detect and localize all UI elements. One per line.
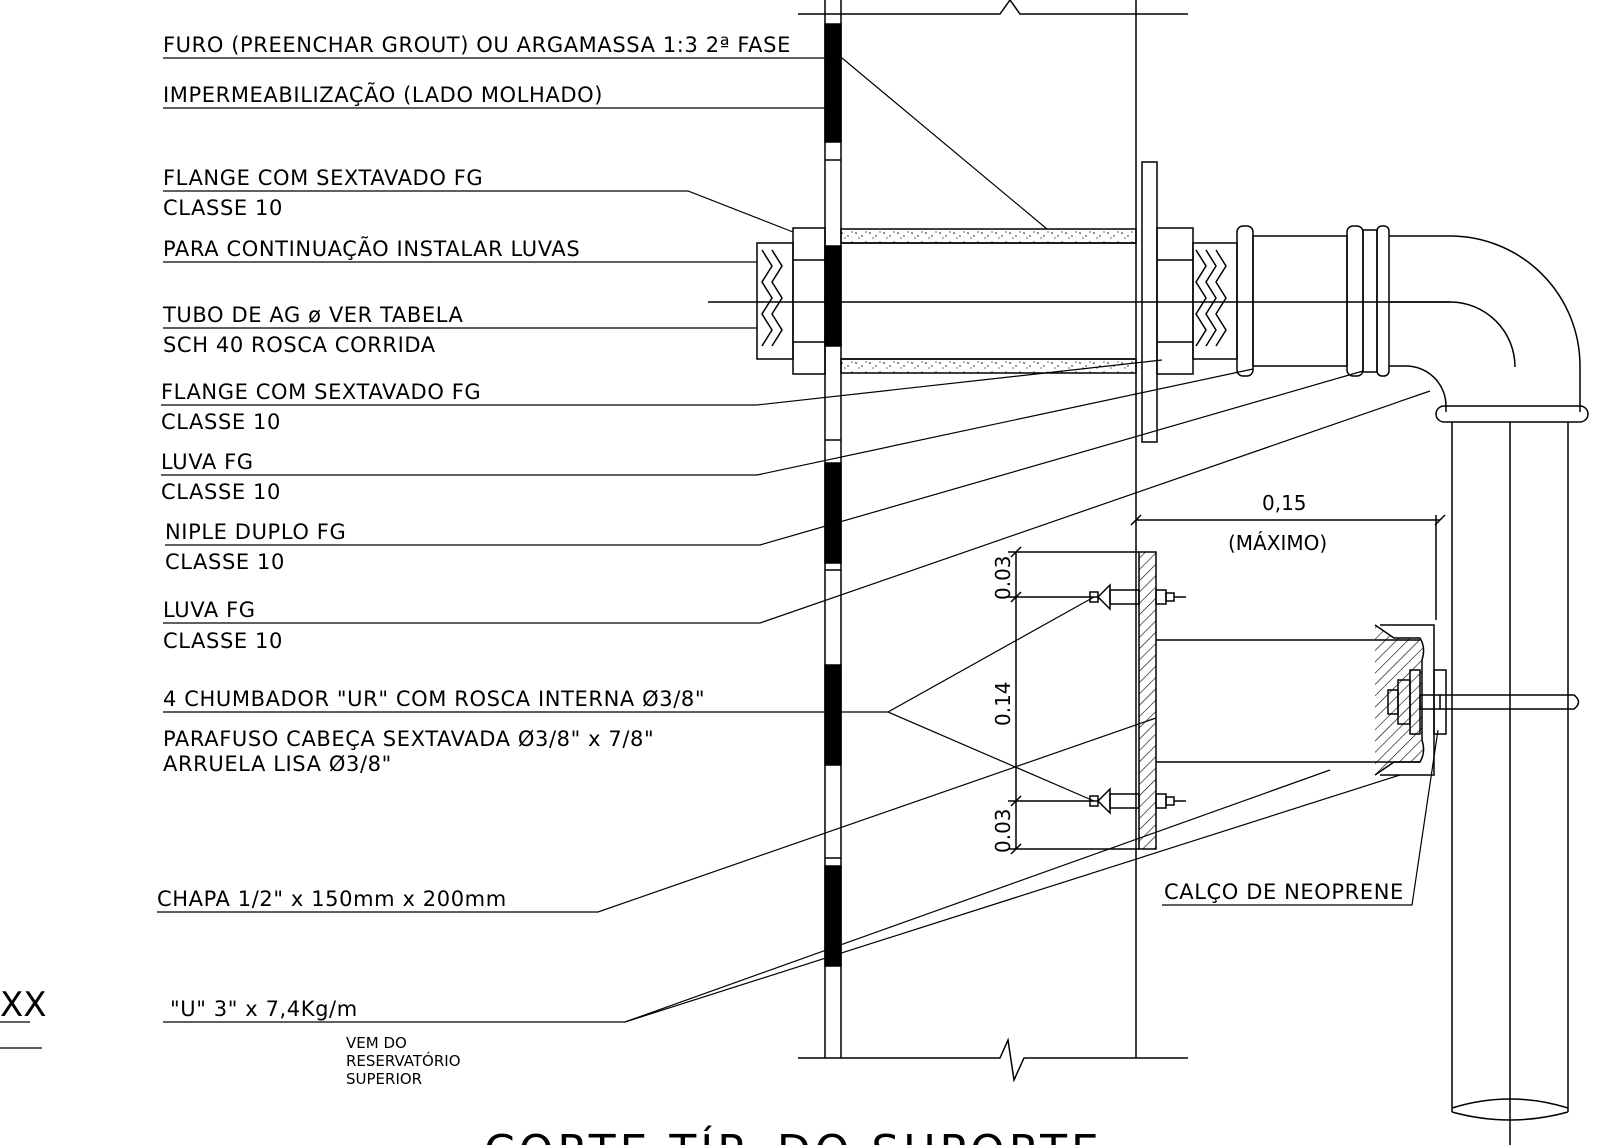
label-vem-do: VEM DO	[346, 1034, 407, 1052]
label-ref: XX	[0, 985, 47, 1025]
label-niple-class: CLASSE 10	[165, 550, 285, 574]
neoprene-pad	[1433, 669, 1447, 735]
label-chapa: CHAPA 1/2" x 150mm x 200mm	[157, 887, 507, 911]
dim-bottom-gap: 0.03	[991, 808, 1015, 853]
label-continuacao: PARA CONTINUAÇÃO INSTALAR LUVAS	[163, 235, 580, 261]
label-flange-1-class: CLASSE 10	[163, 196, 283, 220]
dim-top-gap: 0.03	[991, 555, 1015, 600]
label-luva-2-class: CLASSE 10	[163, 629, 283, 653]
label-calco: CALÇO DE NEOPRENE	[1164, 880, 1404, 904]
label-flange-1: FLANGE COM SEXTAVADO FG	[163, 166, 483, 190]
label-superior: SUPERIOR	[346, 1070, 422, 1088]
labels: FURO (PREENCHAR GROUT) OU ARGAMASSA 1:3 …	[0, 33, 1404, 1145]
label-arruela: ARRUELA LISA Ø3/8"	[163, 752, 392, 776]
dim-width-value: 0,15	[1262, 491, 1307, 515]
u-bolt	[1387, 669, 1580, 735]
dim-width-note: (MÁXIMO)	[1228, 531, 1327, 555]
label-perfil-u: "U" 3" x 7,4Kg/m	[170, 997, 358, 1021]
label-parafuso: PARAFUSO CABEÇA SEXTAVADA Ø3/8" x 7/8"	[163, 727, 654, 751]
label-reservatorio: RESERVATÓRIO	[346, 1051, 461, 1070]
label-luva-1-class: CLASSE 10	[161, 480, 281, 504]
anchor-bolt-top	[1089, 583, 1186, 611]
label-impermeabilizacao: IMPERMEABILIZAÇÃO (LADO MOLHADO)	[163, 81, 603, 107]
waterproofing-strip	[824, 23, 842, 967]
drawing-title: CORTE TÍP. DO SUPORTE	[484, 1124, 1103, 1145]
elbow-and-riser	[1389, 235, 1589, 1145]
label-luva-2: LUVA FG	[163, 598, 256, 622]
dim-center-gap: 0.14	[991, 681, 1015, 726]
label-chumbador: 4 CHUMBADOR "UR" COM ROSCA INTERNA Ø3/8"	[163, 687, 705, 711]
anchor-bolt-bottom	[1089, 787, 1186, 815]
label-tubo: TUBO DE AG ø VER TABELA	[162, 303, 464, 327]
label-furo: FURO (PREENCHAR GROUT) OU ARGAMASSA 1:3 …	[163, 33, 791, 57]
label-niple: NIPLE DUPLO FG	[165, 520, 346, 544]
label-flange-2: FLANGE COM SEXTAVADO FG	[161, 380, 481, 404]
label-tubo-sch: SCH 40 ROSCA CORRIDA	[163, 333, 436, 357]
dimension-lines	[1008, 514, 1446, 855]
label-luva-1: LUVA FG	[161, 450, 254, 474]
pipe-through-wall	[708, 161, 1450, 443]
wall	[798, 0, 1188, 1083]
label-flange-2-class: CLASSE 10	[161, 410, 281, 434]
support-bracket	[1089, 551, 1580, 850]
leader-lines	[0, 57, 1439, 1049]
